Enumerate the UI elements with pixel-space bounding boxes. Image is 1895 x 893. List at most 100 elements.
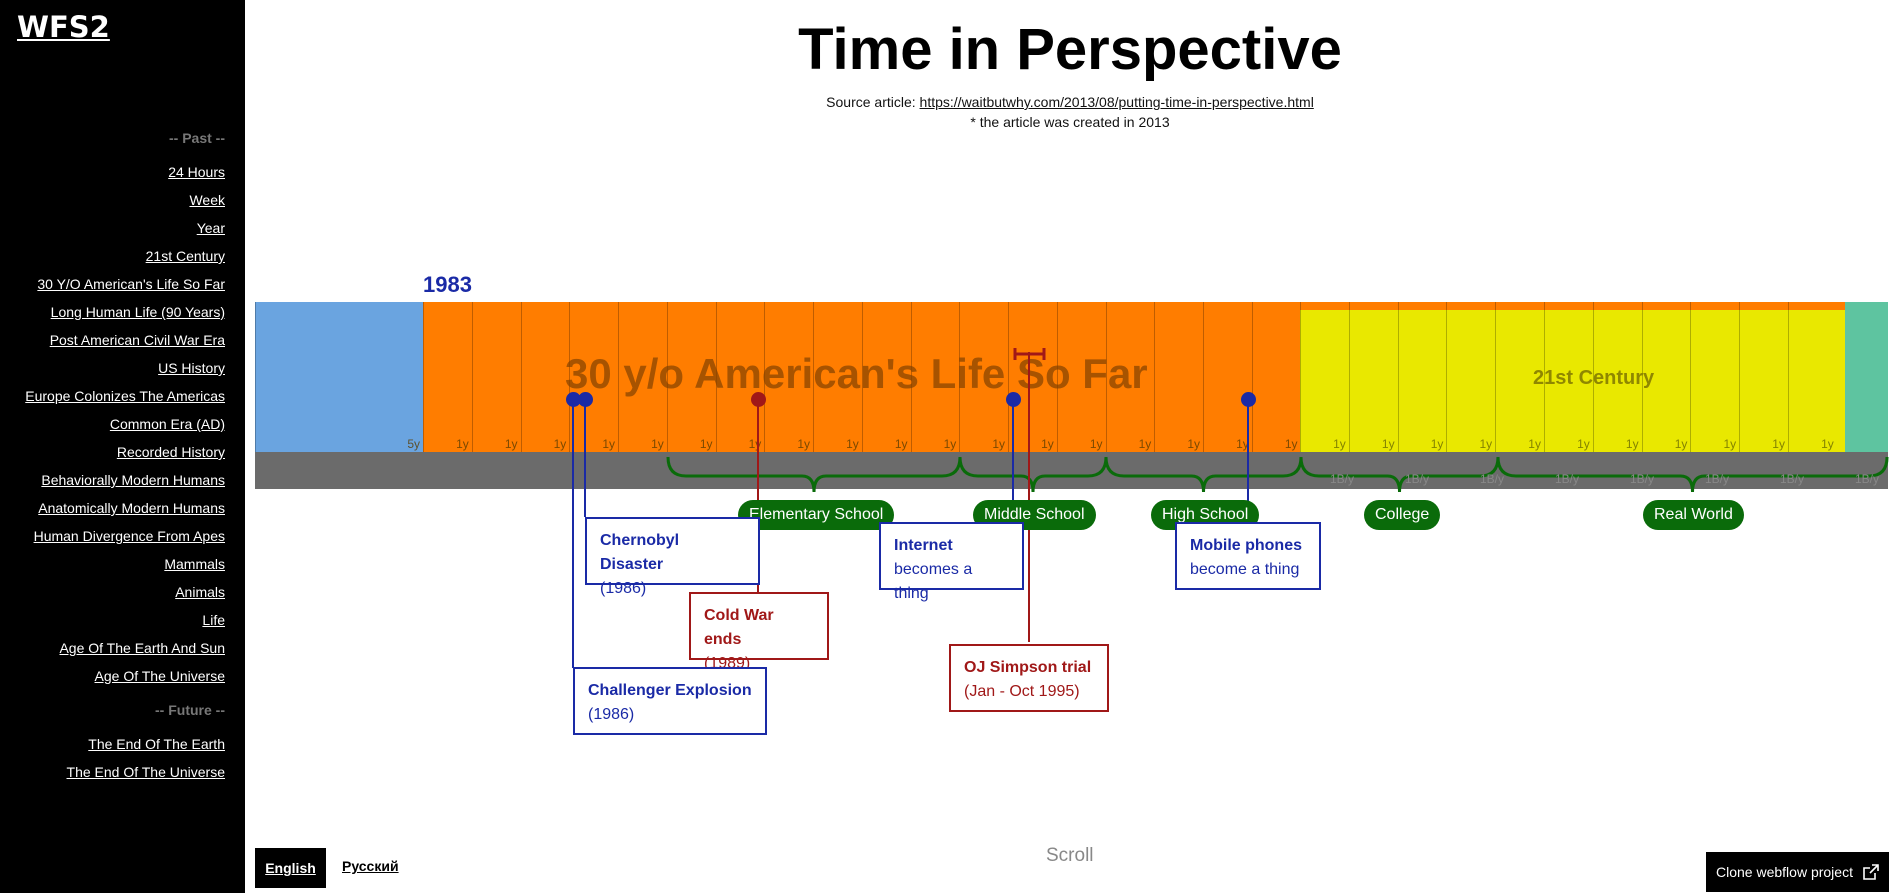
billion-tick-label: 1B/y bbox=[1555, 472, 1580, 486]
nav-link[interactable]: Year bbox=[196, 220, 225, 236]
tick-label: 1y bbox=[1381, 437, 1395, 451]
nav-link[interactable]: Anatomically Modern Humans bbox=[38, 500, 225, 516]
nav-item: 21st Century bbox=[25, 247, 225, 275]
future-heading: -- Future -- bbox=[155, 702, 225, 718]
nav-item: Long Human Life (90 Years) bbox=[25, 303, 225, 331]
billion-tick-label: 1B/y bbox=[1855, 472, 1880, 486]
nav-link[interactable]: Behaviorally Modern Humans bbox=[41, 472, 225, 488]
nav-link[interactable]: Long Human Life (90 Years) bbox=[50, 304, 225, 320]
nav-link[interactable]: Week bbox=[189, 192, 225, 208]
tick-label: 1y bbox=[602, 437, 615, 451]
year-cell: 1y bbox=[666, 302, 716, 452]
nav-link[interactable]: Recorded History bbox=[116, 444, 225, 460]
language-english-button[interactable]: English bbox=[255, 848, 326, 888]
college-pill[interactable]: College bbox=[1364, 500, 1441, 530]
tick-label: 5y bbox=[407, 437, 420, 451]
cold-war-dot[interactable] bbox=[751, 392, 766, 407]
year-cell: 1y bbox=[423, 302, 472, 452]
tick-label: 1y bbox=[699, 437, 713, 451]
mobile-event-box[interactable]: Mobile phones become a thing bbox=[1175, 522, 1321, 590]
tick-label: 1y bbox=[1041, 437, 1054, 451]
event-subtitle: (1986) bbox=[600, 580, 647, 597]
elementary-school-pill[interactable]: Elementary School bbox=[738, 500, 895, 530]
mobile-dot[interactable] bbox=[1241, 392, 1256, 407]
nav-link[interactable]: 24 Hours bbox=[168, 164, 225, 180]
oj-trial-line bbox=[1028, 352, 1030, 642]
site-logo[interactable]: WFS2 bbox=[17, 10, 110, 44]
billion-tick-label: 1B/y bbox=[1780, 472, 1805, 486]
tick-label: 1y bbox=[1333, 437, 1346, 451]
year-cell: 1y bbox=[1495, 302, 1544, 452]
billion-tick-label: 1B/y bbox=[1480, 472, 1505, 486]
pre-birth-segment bbox=[255, 302, 423, 452]
event-subtitle: become a thing bbox=[1190, 561, 1300, 578]
event-title: Mobile phones bbox=[1190, 537, 1302, 554]
clone-label: Clone webflow project bbox=[1716, 864, 1853, 880]
nav-link[interactable]: The End Of The Universe bbox=[66, 764, 225, 780]
tick-label: 1y bbox=[1723, 437, 1737, 451]
external-link-icon bbox=[1863, 864, 1879, 880]
year-cell: 1y bbox=[1739, 302, 1788, 452]
year-cell: 1y bbox=[618, 302, 667, 452]
nav-link[interactable]: The End Of The Earth bbox=[88, 736, 225, 752]
nav-link[interactable]: Life bbox=[202, 612, 225, 628]
year-cell: 1y bbox=[910, 302, 960, 452]
challenger-line bbox=[572, 399, 574, 668]
tick-label: 1y bbox=[797, 437, 810, 451]
challenger-dot[interactable] bbox=[566, 392, 581, 407]
language-russian-button[interactable]: Русский bbox=[342, 858, 399, 874]
event-title: Internet bbox=[894, 537, 953, 554]
past-heading: -- Past -- bbox=[169, 130, 225, 146]
nav-link[interactable]: Europe Colonizes The Americas bbox=[25, 388, 225, 404]
tick-label: 1y bbox=[943, 437, 957, 451]
oj-event-box[interactable]: OJ Simpson trial(Jan - Oct 1995) bbox=[949, 644, 1109, 712]
start-year-label: 1983 bbox=[423, 272, 472, 297]
nav-link[interactable]: Human Divergence From Apes bbox=[33, 528, 225, 544]
year-cell: 1y bbox=[1056, 302, 1106, 452]
nav-item: 30 Y/O American's Life So Far bbox=[25, 275, 225, 303]
nav-link[interactable]: Animals bbox=[175, 584, 225, 600]
nav-link[interactable]: Age Of The Earth And Sun bbox=[59, 640, 225, 656]
nav-link[interactable]: Common Era (AD) bbox=[109, 416, 225, 432]
year-cell: 1y bbox=[764, 302, 813, 452]
year-cell: 1y bbox=[1544, 302, 1593, 452]
nav-link[interactable]: Age Of The Universe bbox=[94, 668, 225, 684]
year-cell: 1y bbox=[1348, 302, 1398, 452]
challenger-event-box[interactable]: Challenger Explosion (1986) bbox=[573, 667, 767, 735]
chernobyl-line bbox=[584, 399, 586, 517]
internet-dot[interactable] bbox=[1006, 392, 1021, 407]
year-cell: 1y bbox=[1203, 302, 1252, 452]
tick-label: 1y bbox=[1284, 437, 1298, 451]
tick-label: 1y bbox=[1577, 437, 1590, 451]
tick-label: 1y bbox=[553, 437, 567, 451]
real-world-pill[interactable]: Real World bbox=[1643, 500, 1744, 530]
nav-link[interactable]: US History bbox=[158, 360, 225, 376]
nav-link[interactable]: 21st Century bbox=[145, 248, 225, 264]
nav-item: The End Of The Earth bbox=[67, 735, 225, 763]
nav-item: Anatomically Modern Humans bbox=[25, 499, 225, 527]
nav-link[interactable]: 30 Y/O American's Life So Far bbox=[37, 276, 225, 292]
clone-webflow-button[interactable]: Clone webflow project bbox=[1706, 852, 1889, 892]
event-title: OJ Simpson trial bbox=[964, 659, 1092, 676]
nav-item: 24 Hours bbox=[25, 163, 225, 191]
tick-label: 1y bbox=[1236, 437, 1249, 451]
cold-war-event-box[interactable]: Cold War ends(1989) bbox=[689, 592, 829, 672]
chernobyl-event-box[interactable]: Chernobyl Disaster(1986) bbox=[585, 517, 760, 597]
year-cell: 1y bbox=[1641, 302, 1691, 452]
chernobyl-dot[interactable] bbox=[578, 392, 593, 407]
five-year-cell: 5y bbox=[255, 302, 423, 452]
nav-link[interactable]: Post American Civil War Era bbox=[49, 332, 225, 348]
nav-link[interactable]: Mammals bbox=[164, 556, 225, 572]
tick-label: 1y bbox=[1089, 437, 1103, 451]
year-cell: 1y bbox=[1105, 302, 1155, 452]
tick-label: 1y bbox=[1772, 437, 1785, 451]
event-subtitle: (1986) bbox=[588, 706, 635, 723]
source-link[interactable]: https://waitbutwhy.com/2013/08/putting-t… bbox=[919, 94, 1314, 110]
internet-line bbox=[1012, 399, 1014, 522]
billion-tick-label: 1B/y bbox=[1405, 472, 1430, 486]
event-title: Challenger Explosion bbox=[588, 682, 752, 699]
year-cell: 1y bbox=[1251, 302, 1301, 452]
